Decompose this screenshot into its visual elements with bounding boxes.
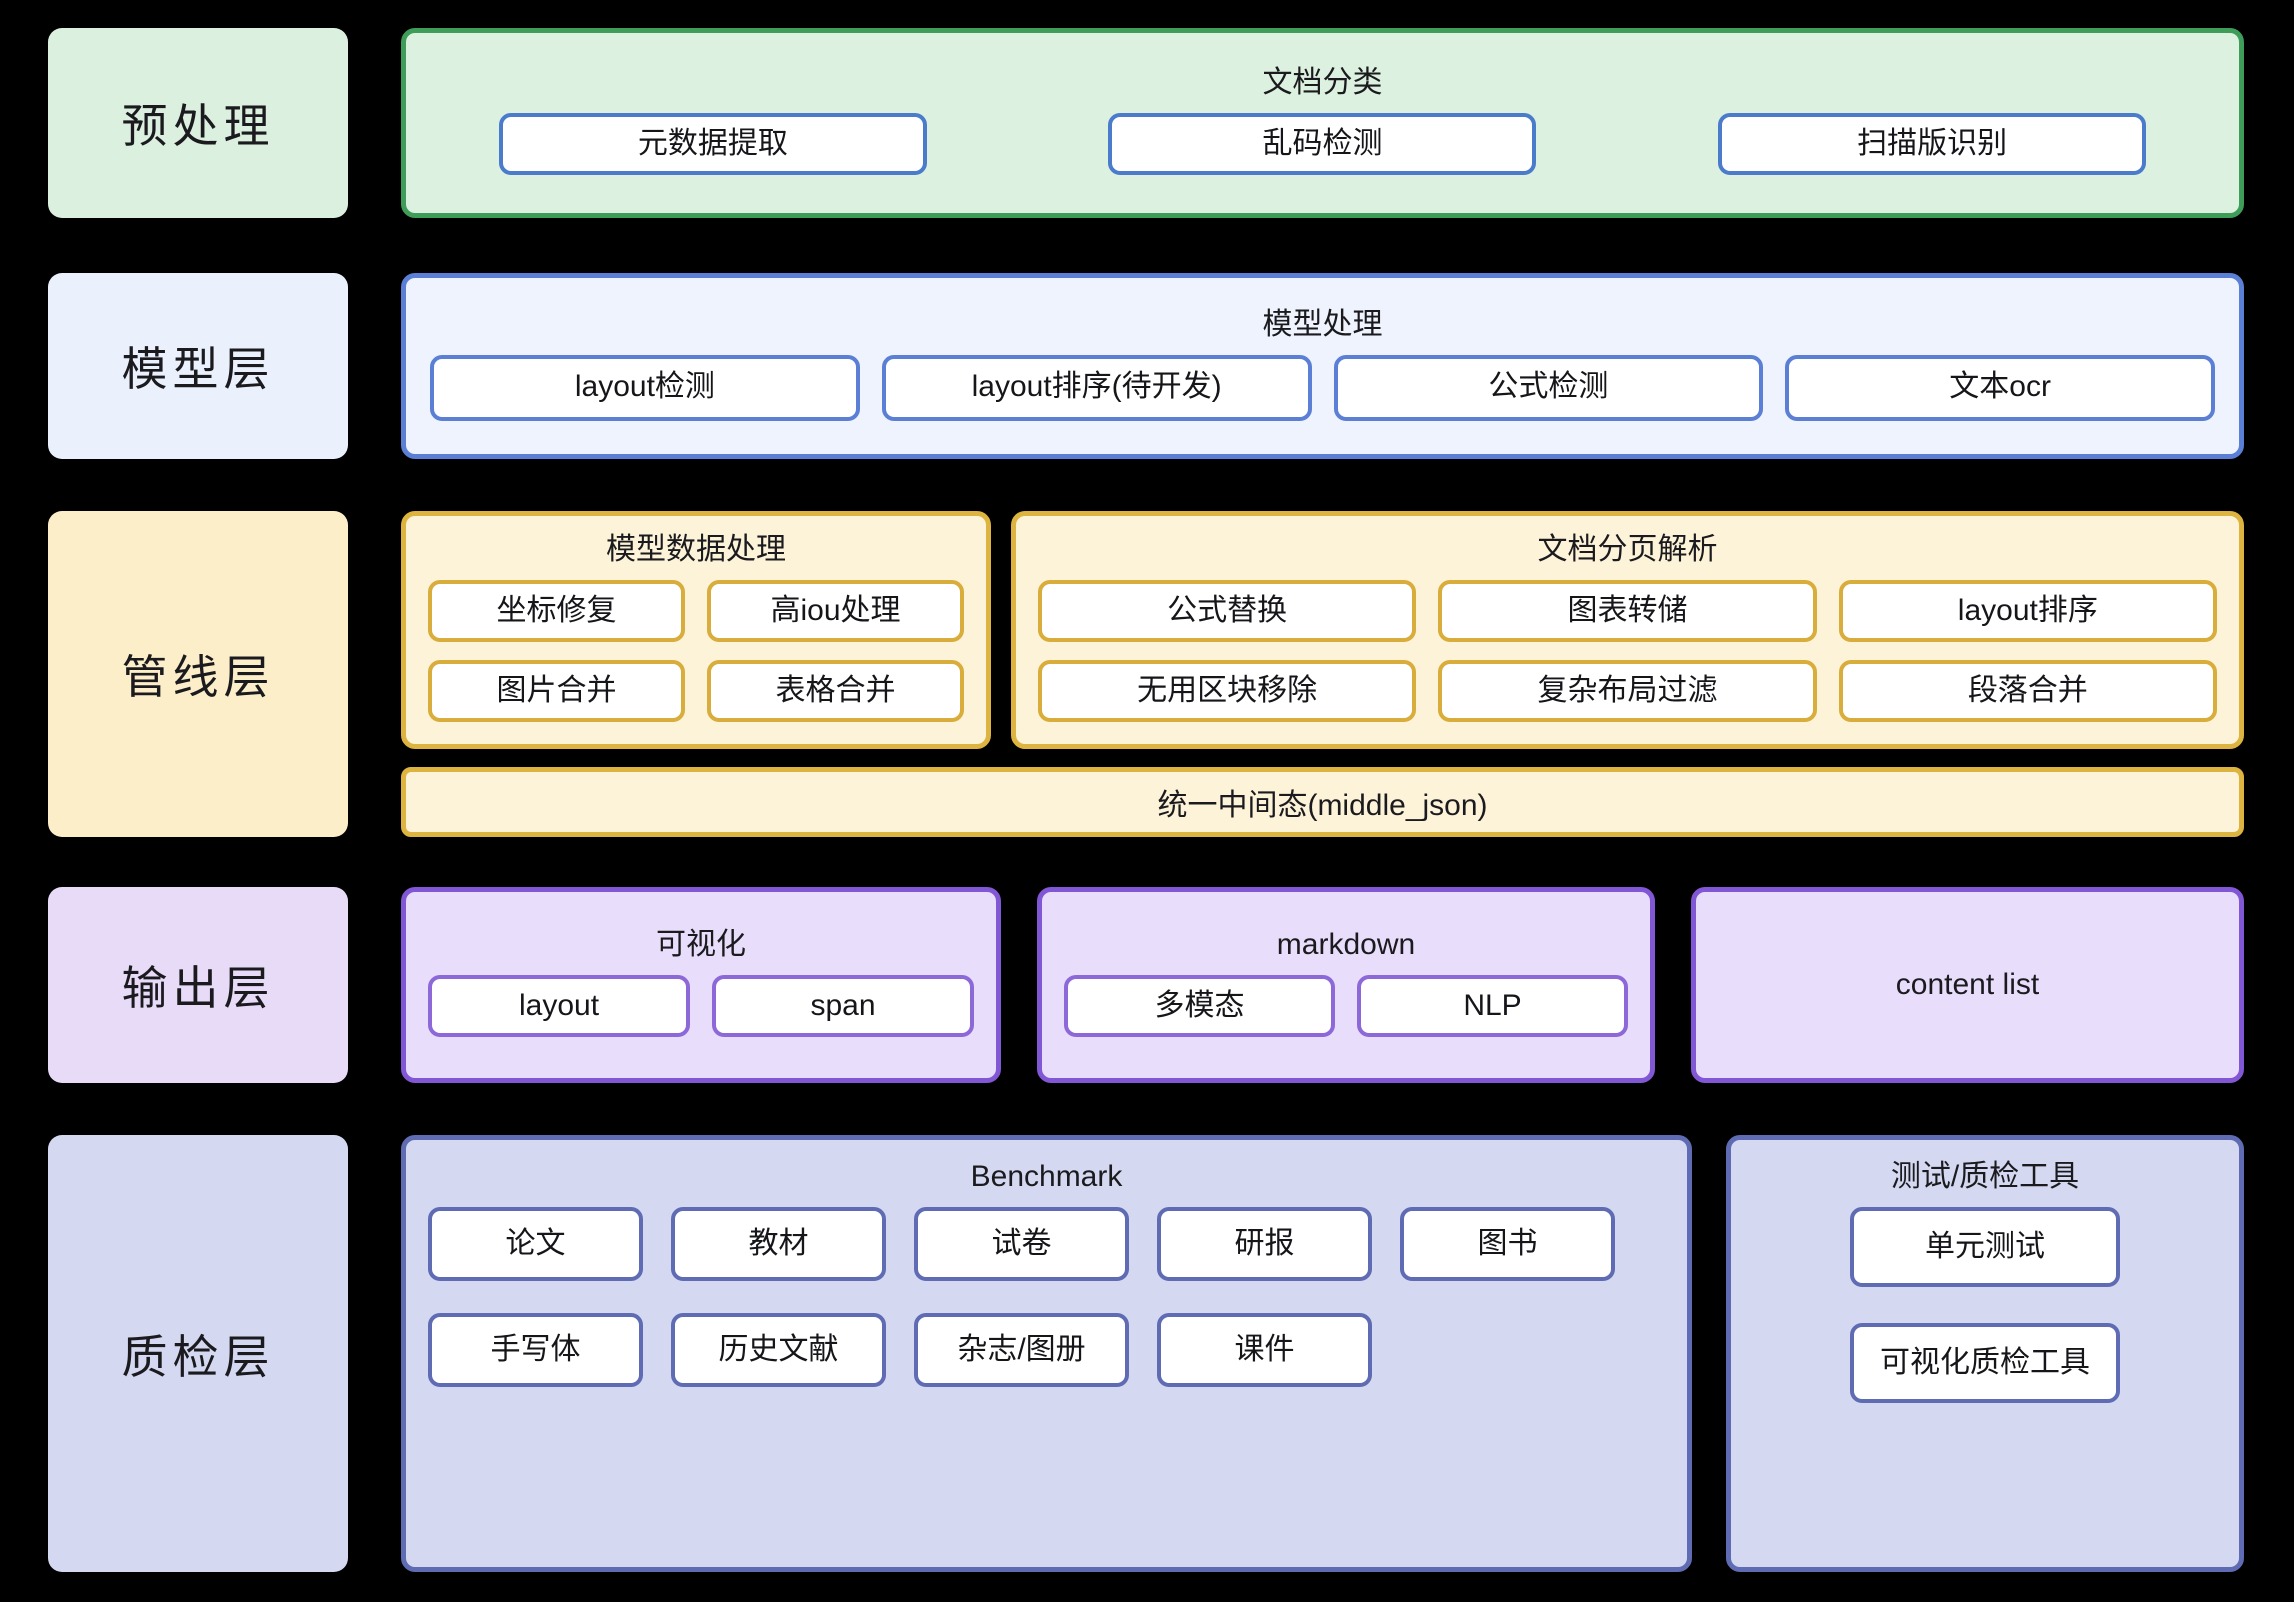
chip-historical-document[interactable]: 历史文献 [671,1313,886,1387]
chip-figure-table-dump[interactable]: 图表转储 [1438,580,1817,642]
layer-body-output: 可视化 layout span markdown 多模态 NLP content… [401,887,2244,1083]
chip-row: layout span [428,975,974,1037]
group-document-page-parsing: 文档分页解析 公式替换 图表转储 layout排序 无用区块移除 复杂布局过滤 … [1011,511,2244,749]
chip-text-ocr[interactable]: 文本ocr [1785,354,2215,421]
chip-row: 手写体 历史文献 杂志/图册 课件 [428,1313,1665,1387]
chip-row: 公式替换 图表转储 layout排序 [1038,580,2217,642]
pipeline-groups: 模型数据处理 坐标修复 高iou处理 图片合并 表格合并 文档分页解析 公式替换… [401,511,2244,749]
group-model-processing: 模型处理 layout检测 layout排序(待开发) 公式检测 文本ocr [401,273,2244,459]
group-test-qc-tools: 测试/质检工具 单元测试 可视化质检工具 [1726,1135,2244,1572]
chip-formula-detect[interactable]: 公式检测 [1333,354,1764,421]
group-markdown: markdown 多模态 NLP [1037,887,1655,1083]
layer-body-model: 模型处理 layout检测 layout排序(待开发) 公式检测 文本ocr [401,273,2244,459]
layer-row-model: 模型层 模型处理 layout检测 layout排序(待开发) 公式检测 文本o… [48,273,2244,459]
chip-handwriting[interactable]: 手写体 [428,1313,643,1387]
group-title: 可视化 [656,928,746,961]
chip-row: 无用区块移除 复杂布局过滤 段落合并 [1038,660,2217,722]
layer-row-quality: 质检层 Benchmark 论文 教材 试卷 研报 图书 手写体 历史文献 杂 [48,1135,2244,1572]
chip-useless-block-removal[interactable]: 无用区块移除 [1038,660,1417,722]
chip-magazine-album[interactable]: 杂志/图册 [914,1313,1129,1387]
group-content-list: content list [1691,887,2244,1083]
chip-coordinate-repair[interactable]: 坐标修复 [428,580,685,642]
group-visualization: 可视化 layout span [401,887,1001,1083]
chip-paper[interactable]: 论文 [428,1207,643,1281]
chip-courseware[interactable]: 课件 [1157,1313,1372,1387]
chip-complex-layout-filter[interactable]: 复杂布局过滤 [1438,660,1817,722]
chip-multimodal[interactable]: 多模态 [1064,975,1335,1037]
chip-scan-recognition[interactable]: 扫描版识别 [1718,113,2147,175]
chip-layout-detect[interactable]: layout检测 [430,354,860,421]
chip-exam-paper[interactable]: 试卷 [914,1207,1129,1281]
layer-label-pipeline: 管线层 [48,511,348,837]
group-title: 文档分类 [1262,66,1383,99]
chip-research-report[interactable]: 研报 [1157,1207,1372,1281]
chip-metadata-extract[interactable]: 元数据提取 [498,113,927,175]
chip-unit-test[interactable]: 单元测试 [1850,1207,2120,1287]
group-title: 模型数据处理 [606,533,786,566]
chip-image-merge[interactable]: 图片合并 [428,660,685,722]
chip-formula-replace[interactable]: 公式替换 [1038,580,1417,642]
group-title: 文档分页解析 [1537,533,1718,566]
group-title: Benchmark [970,1160,1123,1193]
layer-body-quality: Benchmark 论文 教材 试卷 研报 图书 手写体 历史文献 杂志/图册 … [401,1135,2244,1572]
chip-row: 可视化质检工具 [1753,1323,2217,1403]
group-title: markdown [1276,928,1416,961]
chip-row: 多模态 NLP [1064,975,1628,1037]
layer-row-preprocess: 预处理 文档分类 元数据提取 乱码检测 扫描版识别 [48,28,2244,218]
chip-paragraph-merge[interactable]: 段落合并 [1838,660,2217,722]
chip-layout-order[interactable]: layout排序(待开发) [881,354,1312,421]
chip-textbook[interactable]: 教材 [671,1207,886,1281]
chip-row: 单元测试 [1753,1207,2217,1287]
quality-groups: Benchmark 论文 教材 试卷 研报 图书 手写体 历史文献 杂志/图册 … [401,1135,2244,1572]
group-model-data-processing: 模型数据处理 坐标修复 高iou处理 图片合并 表格合并 [401,511,991,749]
layer-label-quality: 质检层 [48,1135,348,1572]
group-benchmark: Benchmark 论文 教材 试卷 研报 图书 手写体 历史文献 杂志/图册 … [401,1135,1692,1572]
chip-table-merge[interactable]: 表格合并 [707,660,964,722]
chip-garbled-detect[interactable]: 乱码检测 [1108,113,1537,175]
chip-visual-qc-tool[interactable]: 可视化质检工具 [1850,1323,2120,1403]
chip-span[interactable]: span [712,975,974,1037]
output-groups: 可视化 layout span markdown 多模态 NLP content… [401,887,2244,1083]
layer-row-output: 输出层 可视化 layout span markdown 多模态 NLP [48,887,2244,1083]
layer-row-pipeline: 管线层 模型数据处理 坐标修复 高iou处理 图片合并 表格合并 文档分页解析 [48,511,2244,837]
layer-label-preprocess: 预处理 [48,28,348,218]
chip-row: 坐标修复 高iou处理 [428,580,964,642]
layer-label-output: 输出层 [48,887,348,1083]
layer-label-model: 模型层 [48,273,348,459]
bar-unified-middle-json: 统一中间态(middle_json) [401,767,2244,837]
chip-nlp[interactable]: NLP [1357,975,1628,1037]
chip-book[interactable]: 图书 [1400,1207,1615,1281]
group-document-classification: 文档分类 元数据提取 乱码检测 扫描版识别 [401,28,2244,218]
chip-row: 图片合并 表格合并 [428,660,964,722]
chip-row: 元数据提取 乱码检测 扫描版识别 [428,113,2217,175]
chip-high-iou-handling[interactable]: 高iou处理 [707,580,964,642]
layer-body-preprocess: 文档分类 元数据提取 乱码检测 扫描版识别 [401,28,2244,218]
chip-layout[interactable]: layout [428,975,690,1037]
group-title: 测试/质检工具 [1890,1160,2080,1193]
group-title: 模型处理 [1262,307,1383,341]
chip-row: layout检测 layout排序(待开发) 公式检测 文本ocr [430,354,2215,421]
chip-layout-sort[interactable]: layout排序 [1838,580,2217,642]
layer-body-pipeline: 模型数据处理 坐标修复 高iou处理 图片合并 表格合并 文档分页解析 公式替换… [401,511,2244,837]
chip-row: 论文 教材 试卷 研报 图书 [428,1207,1665,1281]
